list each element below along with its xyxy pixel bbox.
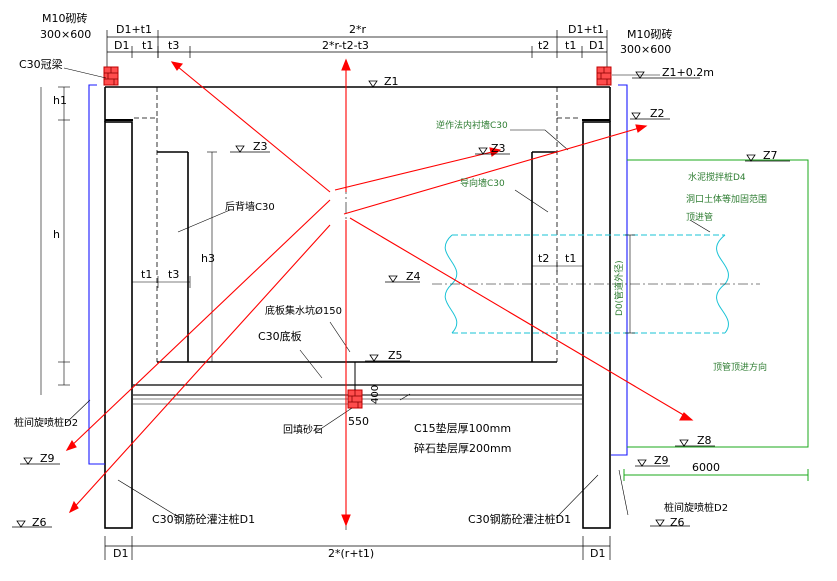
bottom-dimension-lines (104, 536, 611, 560)
right-lining-wall (531, 118, 558, 362)
t3-top-label: t3 (168, 39, 179, 52)
pipe-diameter-label: D0(管道外径) (613, 260, 625, 316)
height-dims (40, 86, 217, 395)
m10-right-label: M10砌砖 (627, 27, 673, 41)
z9-left-label: Z9 (40, 452, 55, 465)
right-brick-hatch (597, 67, 611, 85)
z7-label: Z7 (763, 149, 778, 162)
z6-right-label: Z6 (670, 516, 685, 529)
t1-top-left-label: t1 (142, 39, 153, 52)
jacking-direction-label: 顶管顶进方向 (713, 361, 767, 373)
pipe-diameter-dim (625, 234, 635, 334)
z5-label: Z5 (388, 349, 403, 362)
two-r-label: 2*r (349, 23, 366, 36)
back-wall-label: 后背墙C30 (225, 200, 275, 213)
jacking-pipe-label: 顶进管 (686, 211, 713, 223)
bottom-d1-left-label: D1 (113, 547, 128, 560)
inner-span-label: 2*r-t2-t3 (322, 39, 369, 52)
hole-reinforcement-label: 洞口土体等加固范围 (686, 193, 767, 205)
cap-beam-dashed-outline (134, 87, 581, 119)
top-dimension-lines (106, 30, 608, 68)
jet-pile-left-label: 桩间旋喷桩D2 (14, 416, 78, 429)
c15-cushion-label: C15垫层厚100mm (414, 421, 511, 435)
left-lining-wall (156, 118, 189, 362)
bottom-span-label: 2*(r+t1) (328, 547, 374, 560)
t1-mid-left-label: t1 (141, 268, 152, 281)
drain-pipe-label: 底板集水坑Ø150 (265, 304, 342, 317)
d1-top-right-label: D1 (589, 39, 604, 52)
z8-label: Z8 (697, 434, 712, 447)
bored-pile-right-label: C30钢筋砼灌注桩D1 (468, 512, 571, 526)
jet-grout-piles (88, 84, 628, 465)
bottom-d1-right-label: D1 (590, 547, 605, 560)
distance-6000-label: 6000 (692, 461, 720, 474)
jet-pile-right-label: 桩间旋喷桩D2 (664, 501, 728, 514)
z9-right-label: Z9 (654, 454, 669, 467)
d1-top-left-label: D1 (114, 39, 129, 52)
c30-cap-beam-label: C30冠梁 (19, 57, 63, 71)
sump-hatch (348, 390, 362, 408)
z6-left-label: Z6 (32, 516, 47, 529)
m10-left-label: M10砌砖 (42, 11, 88, 25)
guide-wall-label: 导向墙C30 (460, 177, 505, 189)
c30-bottom-slab-label: C30底板 (258, 329, 302, 343)
elevation-markers (12, 71, 790, 528)
size-left-label: 300×600 (40, 28, 91, 41)
t1-mid-right-label: t1 (565, 252, 576, 265)
z2-label: Z2 (650, 107, 665, 120)
z3-mid-label: Z3 (491, 142, 506, 155)
jacking-pipe (432, 234, 760, 334)
d1-t1-right-label: D1+t1 (568, 23, 604, 36)
wall-thickness-dims (131, 260, 584, 288)
d1-t1-left-label: D1+t1 (116, 23, 152, 36)
t1-top-right-label: t1 (565, 39, 576, 52)
h3-label: h3 (201, 252, 215, 265)
gravel-cushion-label: 碎石垫层厚200mm (414, 441, 511, 455)
t3-mid-label: t3 (168, 268, 179, 281)
t2-top-label: t2 (538, 39, 549, 52)
left-bored-pile (104, 121, 133, 529)
secondary-lining-label: 逆作法内衬墙C30 (436, 119, 508, 131)
z3-left-label: Z3 (253, 140, 268, 153)
h1-label: h1 (53, 94, 67, 107)
cement-soil-pile-label: 水泥搅拌桩D4 (688, 171, 746, 183)
left-brick-hatch (104, 67, 118, 85)
t2-mid-label: t2 (538, 252, 549, 265)
soil-reinforcement-zone (623, 159, 809, 481)
size-right-label: 300×600 (620, 43, 671, 56)
sump-backfill-label: 回填砂石 (283, 423, 323, 436)
sump-height-label: 400 (370, 385, 381, 404)
z1-label: Z1 (384, 75, 399, 88)
z4-label: Z4 (406, 270, 421, 283)
bored-pile-left-label: C30钢筋砼灌注桩D1 (152, 512, 255, 526)
h-label: h (53, 228, 60, 241)
sump-width-label: 550 (348, 415, 369, 428)
right-bored-pile (582, 121, 611, 529)
z1-top-label: Z1+0.2m (662, 66, 714, 79)
red-direction-arrows (65, 58, 694, 527)
